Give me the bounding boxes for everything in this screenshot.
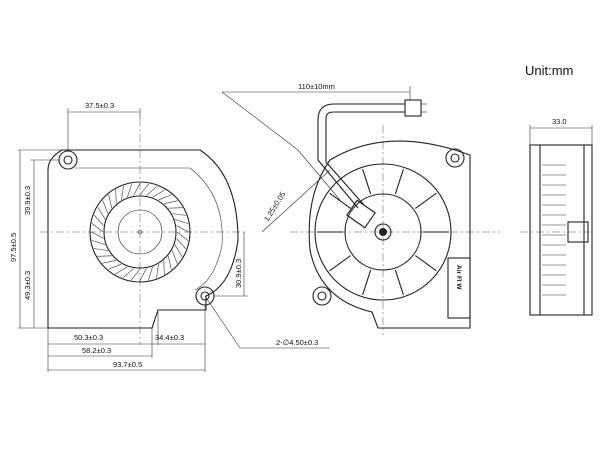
side-fins bbox=[542, 164, 566, 296]
front-view: 37.5±0.3 97.5±0.5 39.9±0.3 49.3±0.3 30.9… bbox=[9, 101, 330, 372]
motor-shaft bbox=[379, 228, 387, 236]
unit-label: Unit:mm bbox=[525, 63, 573, 78]
impeller-blade bbox=[176, 231, 189, 242]
dim-top-width: 37.5±0.3 bbox=[85, 101, 114, 110]
impeller-blade bbox=[121, 185, 124, 200]
side-outline bbox=[529, 144, 593, 316]
cable-strain-relief bbox=[346, 199, 376, 229]
rear-spoke bbox=[329, 255, 351, 272]
rear-spoke bbox=[394, 269, 404, 295]
dim-cable-length: 110±10mm bbox=[298, 82, 335, 91]
impeller-blade bbox=[91, 222, 104, 233]
rear-spoke bbox=[362, 269, 372, 295]
impeller-blade bbox=[93, 214, 104, 226]
dim-height-lower: 49.3±0.3 bbox=[23, 271, 32, 300]
dim-hole-offset-h: 34.4±0.3 bbox=[155, 333, 184, 342]
rear-spoke bbox=[394, 169, 404, 195]
side-hub bbox=[567, 221, 589, 243]
impeller-blade bbox=[102, 200, 109, 214]
impeller-blades bbox=[90, 182, 190, 282]
hole-callout-leader bbox=[204, 295, 330, 349]
dim-hole-offset-v: 30.9±0.3 bbox=[234, 259, 243, 288]
pitch-leader bbox=[261, 169, 331, 233]
impeller-blade bbox=[90, 231, 104, 239]
impeller-center bbox=[137, 229, 143, 235]
impeller-blade bbox=[147, 266, 153, 281]
impeller-blade bbox=[176, 238, 187, 250]
impeller-outer bbox=[89, 181, 191, 283]
dim-height-total: 97.5±0.5 bbox=[9, 233, 18, 262]
cable-connector bbox=[404, 99, 422, 117]
front-volute-inner bbox=[75, 167, 223, 291]
impeller-blade bbox=[152, 189, 165, 198]
impeller-blade bbox=[133, 182, 141, 196]
rear-hole-top bbox=[450, 153, 460, 163]
impeller-blade bbox=[163, 200, 178, 204]
impeller-blade bbox=[93, 248, 108, 251]
impeller-blade bbox=[168, 255, 172, 270]
rear-hole-bottom bbox=[317, 291, 327, 301]
rear-view: Air Fl W 110±10mm 1.25±0.05 bbox=[221, 82, 500, 335]
impeller-blade bbox=[122, 268, 134, 279]
dim-outlet-width: 50.3±0.3 bbox=[74, 333, 103, 342]
impeller-blade bbox=[174, 244, 183, 257]
impeller-hub bbox=[117, 209, 163, 255]
rear-housing-outline bbox=[308, 140, 471, 329]
hole-callout: 2-∅4.50±0.3 bbox=[276, 338, 318, 347]
rear-lug-top bbox=[445, 148, 465, 168]
front-lug-top bbox=[58, 150, 78, 170]
impeller-blade bbox=[139, 183, 150, 196]
impeller-blade bbox=[158, 194, 172, 201]
impeller-blade bbox=[127, 183, 133, 198]
front-hole-top bbox=[63, 155, 73, 165]
impeller-blade bbox=[108, 194, 112, 209]
motor-shaft-ring bbox=[374, 223, 392, 241]
impeller-blade bbox=[156, 264, 159, 279]
rear-outlet-flange bbox=[447, 257, 471, 319]
rear-spokes bbox=[317, 169, 449, 295]
impeller-blade bbox=[115, 266, 128, 275]
front-hole-bottom bbox=[200, 291, 210, 301]
dim-width-total: 93.7±0.5 bbox=[113, 360, 142, 369]
motor-plate-outer bbox=[314, 163, 452, 301]
motor-plate-inner bbox=[344, 193, 422, 271]
side-view: 33.0 bbox=[520, 117, 593, 316]
rear-spoke bbox=[415, 255, 437, 272]
front-housing-outline bbox=[47, 149, 239, 329]
impeller-blade bbox=[171, 250, 178, 264]
impeller-blade bbox=[91, 239, 106, 245]
impeller-blade bbox=[108, 263, 122, 270]
cable-wire-1 bbox=[317, 103, 405, 209]
rear-spoke bbox=[362, 169, 372, 195]
dim-width-mid: 58.2±0.3 bbox=[82, 346, 111, 355]
cable-outline bbox=[221, 91, 341, 201]
impeller-blade bbox=[146, 185, 158, 196]
impeller-blade bbox=[172, 213, 187, 216]
impeller-blade bbox=[102, 260, 117, 264]
rear-lug-bottom bbox=[312, 286, 332, 306]
impeller-blade bbox=[176, 225, 190, 233]
rear-spoke bbox=[415, 192, 437, 209]
cable-wire-2 bbox=[325, 111, 405, 206]
dim-cable-pitch: 1.25±0.05 bbox=[262, 190, 287, 223]
dim-thickness: 33.0 bbox=[552, 117, 567, 126]
impeller-blade bbox=[130, 268, 141, 281]
impeller-blade bbox=[174, 219, 189, 225]
impeller-blade bbox=[97, 207, 106, 220]
airflow-label: Air Fl W bbox=[455, 265, 462, 290]
impeller-blade bbox=[139, 268, 147, 282]
dim-height-upper: 39.9±0.3 bbox=[23, 186, 32, 215]
rear-spoke bbox=[329, 192, 351, 209]
impeller-inner bbox=[103, 195, 177, 269]
